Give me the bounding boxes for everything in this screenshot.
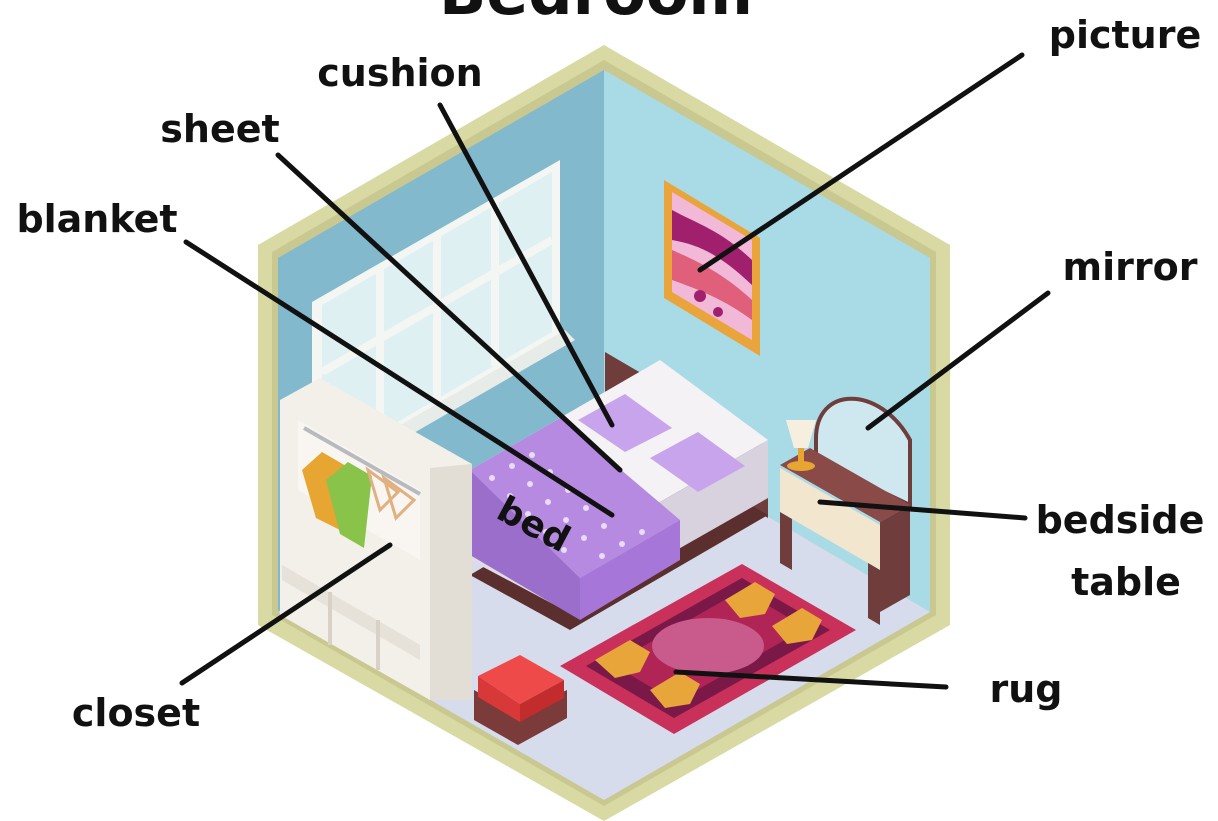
bed-illustration <box>470 352 768 630</box>
cushion-shape-2 <box>650 432 745 492</box>
label-picture: picture <box>1049 13 1201 57</box>
leader-line-blanket <box>183 239 615 518</box>
bedside-table-illustration <box>780 396 912 625</box>
label-bedside-table-line2: table <box>1071 560 1181 604</box>
label-cushion: cushion <box>317 51 482 95</box>
leader-line-picture <box>697 52 1025 273</box>
label-sheet: sheet <box>160 107 279 151</box>
leader-line-cushion <box>437 102 615 428</box>
closet-illustration <box>280 378 472 700</box>
leader-line-mirror <box>865 290 1051 431</box>
label-rug: rug <box>990 667 1063 711</box>
label-closet: closet <box>72 691 200 735</box>
leader-line-sheet <box>275 152 623 473</box>
leader-line-rug <box>673 669 949 690</box>
ottoman-illustration <box>474 655 567 745</box>
leader-line-bedside-table <box>817 499 1028 521</box>
diagram-title: Bedroom <box>439 0 753 29</box>
wall-picture <box>664 180 760 356</box>
label-mirror: mirror <box>1063 245 1198 289</box>
label-blanket: blanket <box>16 197 177 241</box>
rug-illustration <box>560 564 856 734</box>
leader-line-closet <box>179 542 393 686</box>
label-bedside-table-line1: bedside <box>1036 498 1205 542</box>
